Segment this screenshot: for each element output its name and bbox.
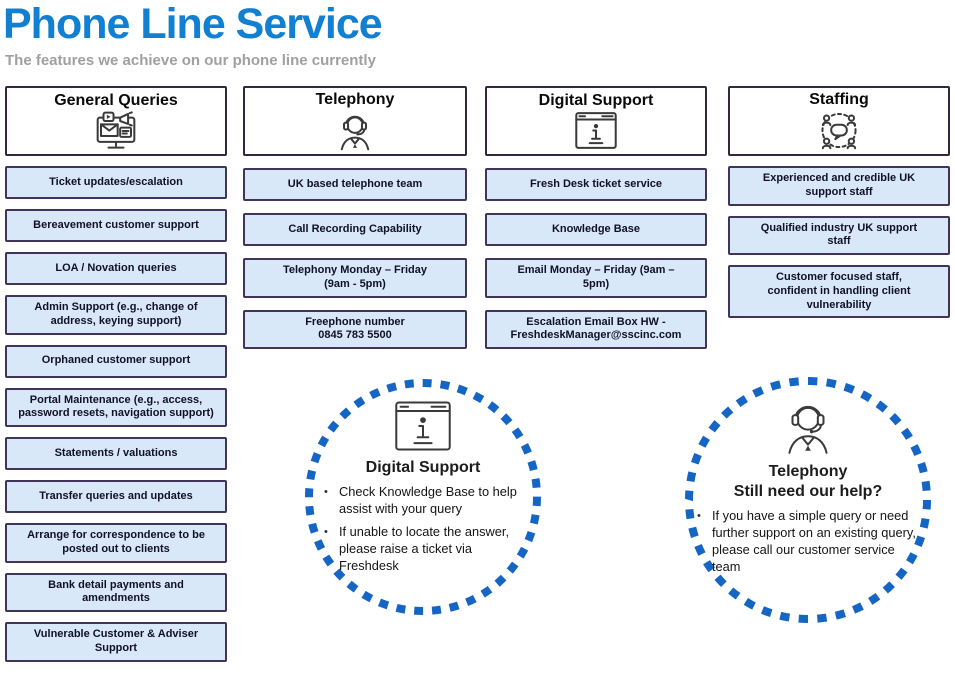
feature-box: Email Monday – Friday (9am – 5pm) (485, 258, 707, 298)
callout-subtitle: Still need our help? (733, 483, 883, 500)
team-discussion-icon (815, 109, 863, 152)
digital-support-callout: Digital Support • Check Knowledge Base t… (302, 376, 544, 618)
feature-box: Bank detail payments and amendments (5, 572, 227, 612)
callout-title: Telephony (768, 463, 848, 480)
callout-bullet-list: • Check Knowledge Base to help assist wi… (324, 484, 522, 574)
feature-box: Escalation Email Box HW - FreshdeskManag… (485, 309, 707, 349)
monitor-media-icon (91, 110, 141, 152)
bullet-text: If unable to locate the answer, please r… (339, 523, 510, 573)
dashed-circle-border (305, 379, 541, 615)
bullet-item: • If unable to locate the answer, please… (324, 524, 522, 575)
callout-title: Digital Support (365, 459, 481, 476)
column-general-queries: General Queries Ticket updates/escalatio… (5, 86, 227, 662)
page-subtitle: The features we achieve on our phone lin… (5, 52, 376, 69)
feature-box: Orphaned customer support (5, 344, 227, 378)
dashed-circle-border (685, 377, 931, 623)
feature-box: Transfer queries and updates (5, 480, 227, 513)
column-header-label: Staffing (809, 91, 869, 108)
feature-box: Vulnerable Customer & Adviser Support (5, 622, 227, 662)
feature-box: LOA / Novation queries (5, 252, 227, 285)
column-header-label: Digital Support (538, 92, 654, 109)
feature-box: Telephony Monday – Friday (9am - 5pm) (243, 258, 467, 298)
bullet-marker: • (324, 525, 328, 538)
bullet-item: • If you have a simple query or need fur… (697, 508, 919, 576)
feature-box: Admin Support (e.g., change of address, … (5, 295, 227, 335)
general-queries-header: General Queries (5, 86, 227, 156)
feature-box: Arrange for correspondence to be posted … (5, 523, 227, 563)
bullet-text: Check Knowledge Base to help assist with… (339, 484, 517, 516)
bullet-text: If you have a simple query or need furth… (712, 508, 916, 574)
bullet-marker: • (324, 486, 328, 498)
feature-box: Freephone number 0845 783 5500 (243, 309, 467, 349)
feature-box: Experienced and credible UK support staf… (728, 166, 950, 206)
feature-box: Portal Maintenance (e.g., access, passwo… (5, 387, 227, 427)
browser-info-icon (392, 398, 454, 454)
headset-agent-icon (777, 396, 839, 458)
column-header-label: General Queries (54, 91, 178, 109)
feature-box: Statements / valuations (5, 437, 227, 470)
digital-support-header: Digital Support (485, 86, 707, 156)
headset-agent-icon (333, 109, 377, 153)
feature-box: Fresh Desk ticket service (485, 168, 707, 201)
callout-bullet-list: • If you have a simple query or need fur… (697, 508, 919, 576)
column-header-label: Telephony (315, 90, 395, 108)
feature-box: Ticket updates/escalation (5, 166, 227, 199)
feature-box: Knowledge Base (485, 213, 707, 246)
page-title: Phone Line Service (3, 0, 383, 48)
feature-box: UK based telephone team (243, 168, 467, 201)
feature-box: Customer focused staff, confident in han… (728, 265, 950, 319)
telephony-header: Telephony (243, 86, 467, 156)
staffing-header: Staffing (728, 86, 950, 156)
feature-box: Qualified industry UK support staff (728, 215, 950, 255)
column-telephony: Telephony UK based telephone team Call R… (243, 86, 467, 349)
column-digital-support: Digital Support Fresh Desk ticket servic… (485, 86, 707, 349)
column-staffing: Staffing Experienced and credible UK sup… (728, 86, 950, 319)
browser-info-icon (573, 110, 619, 151)
bullet-item: • Check Knowledge Base to help assist wi… (324, 484, 522, 518)
bullet-marker: • (697, 510, 701, 522)
telephony-callout: Telephony Still need our help? • If you … (682, 374, 934, 626)
feature-box: Call Recording Capability (243, 213, 467, 246)
feature-box: Bereavement customer support (5, 209, 227, 242)
